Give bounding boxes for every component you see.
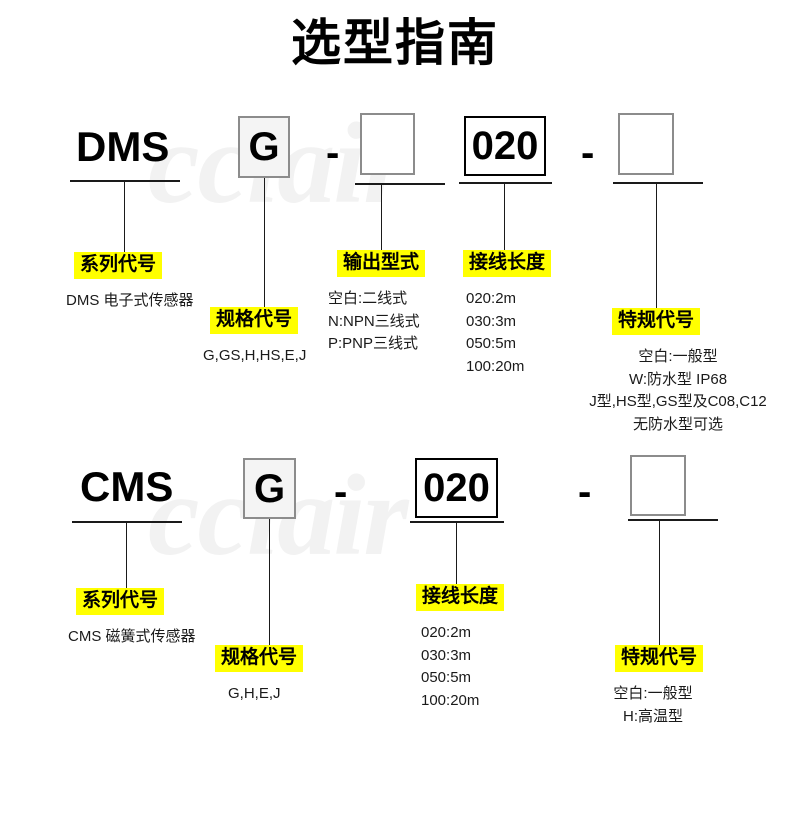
dms-series-code: DMS xyxy=(76,123,170,170)
dms-series-connector-h xyxy=(70,180,180,182)
dms-special-box[interactable] xyxy=(618,113,674,175)
cms-length-desc-line: 030:3m xyxy=(421,646,472,664)
dms-spec-connector-v xyxy=(264,178,265,307)
cms-length-connector-v xyxy=(456,521,457,584)
dms-series-connector-v xyxy=(124,180,125,252)
dms-output-desc-line: P:PNP三线式 xyxy=(328,335,419,352)
cms-length-tag: 接线长度 xyxy=(416,584,505,611)
page-title: 选型指南 xyxy=(291,15,499,71)
cms-spec-desc-line: G,H,E,J xyxy=(228,685,281,702)
dms-length-connector-h xyxy=(459,182,552,184)
cms-special-connector-h xyxy=(628,519,718,521)
cms-special-tag: 特规代号 xyxy=(615,645,704,672)
dms-dash-1: - xyxy=(326,131,340,175)
dms-spec-desc: G,GS,H,HS,E,J xyxy=(203,345,306,368)
cms-length-connector-h xyxy=(410,521,504,523)
dms-series-desc-line: DMS 电子式传感器 xyxy=(66,292,194,309)
cms-series-desc-line: CMS 磁簧式传感器 xyxy=(68,628,196,645)
dms-series-desc: DMS 电子式传感器 xyxy=(66,290,194,313)
dms-output-desc-line: 空白:二线式 xyxy=(328,290,408,307)
cms-length-box[interactable]: 020 xyxy=(415,458,498,518)
cms-spec-desc: G,H,E,J xyxy=(228,683,281,706)
cms-length-desc-line: 050:5m xyxy=(421,669,472,686)
dms-length-desc-line: 020:2m xyxy=(466,290,517,307)
cms-series-code: CMS xyxy=(80,463,174,510)
cms-dash-2: - xyxy=(578,470,592,514)
cms-length-desc-line: 020:2m xyxy=(421,624,472,641)
cms-series-connector-v xyxy=(126,521,127,588)
dms-length-desc-line: 100:20m xyxy=(466,357,525,375)
cms-special-desc-line: H:高温型 xyxy=(622,707,683,725)
cms-spec-box[interactable]: G xyxy=(243,458,296,519)
dms-special-desc-line: 无防水型可选 xyxy=(632,415,723,433)
cms-spec-tag: 规格代号 xyxy=(215,645,304,672)
cms-special-desc: 空白:一般型 H:高温型 xyxy=(578,683,728,728)
dms-output-tag: 输出型式 xyxy=(337,250,426,277)
cms-spec-connector-v xyxy=(269,519,270,645)
dms-series-tag: 系列代号 xyxy=(74,252,163,279)
dms-spec-desc-line: G,GS,H,HS,E,J xyxy=(203,347,307,364)
dms-output-desc-line: N:NPN三线式 xyxy=(328,312,420,330)
dms-special-connector-v xyxy=(656,182,657,308)
cms-length-desc-line: 100:20m xyxy=(421,691,480,709)
dms-special-tag: 特规代号 xyxy=(612,308,701,335)
dms-output-connector-h xyxy=(355,183,445,185)
cms-special-connector-v xyxy=(659,519,660,645)
dms-output-box[interactable] xyxy=(360,113,415,175)
dms-spec-box[interactable]: G xyxy=(238,116,290,178)
cms-series-connector-h xyxy=(72,521,182,523)
dms-special-desc-line: W:防水型 IP68 xyxy=(628,370,728,388)
cms-length-desc: 020:2m 030:3m 050:5m 100:20m xyxy=(421,622,479,712)
cms-special-desc-line: 空白:一般型 xyxy=(613,685,693,702)
dms-dash-2: - xyxy=(581,131,595,175)
cms-special-box[interactable] xyxy=(630,455,686,516)
dms-special-desc-line: J型,HS型,GS型及C08,C12 xyxy=(589,393,767,410)
cms-dash-1: - xyxy=(334,470,348,514)
dms-special-desc: 空白:一般型 W:防水型 IP68 J型,HS型,GS型及C08,C12 无防水… xyxy=(566,346,790,436)
dms-length-connector-v xyxy=(504,182,505,250)
dms-length-box[interactable]: 020 xyxy=(464,116,546,176)
cms-series-desc: CMS 磁簧式传感器 xyxy=(68,626,196,649)
dms-output-connector-v xyxy=(381,183,382,250)
dms-length-desc: 020:2m 030:3m 050:5m 100:20m xyxy=(466,288,524,378)
dms-length-desc-line: 050:5m xyxy=(466,335,517,352)
dms-special-desc-line: 空白:一般型 xyxy=(638,348,718,365)
dms-special-connector-h xyxy=(613,182,703,184)
dms-spec-tag: 规格代号 xyxy=(210,307,299,334)
dms-length-tag: 接线长度 xyxy=(463,250,552,277)
cms-series-tag: 系列代号 xyxy=(76,588,165,615)
dms-length-desc-line: 030:3m xyxy=(466,312,517,330)
dms-output-desc: 空白:二线式 N:NPN三线式 P:PNP三线式 xyxy=(328,288,420,356)
